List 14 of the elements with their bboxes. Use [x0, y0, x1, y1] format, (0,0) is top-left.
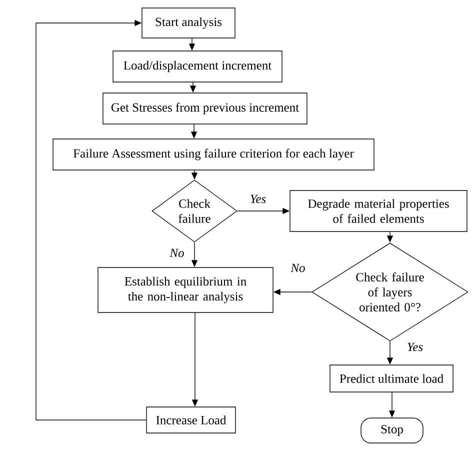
- process-box: Increase Load: [146, 406, 236, 434]
- edge-label: Yes: [406, 342, 424, 352]
- edge-label: No: [290, 262, 306, 274]
- process-box: Failure Assessment using failure criterion for each layer: [52, 138, 374, 170]
- process-box: Establish equilibrium in the non-linear analysis: [98, 267, 274, 313]
- terminal-box: Stop: [360, 418, 424, 444]
- process-box: Start analysis: [142, 8, 236, 38]
- arrow: [36, 20, 146, 420]
- process-box: Degrade material properties of failed elements: [290, 190, 468, 232]
- edge-label: No: [168, 248, 186, 258]
- process-box: Predict ultimate load: [330, 364, 454, 392]
- edge-label: Yes: [248, 194, 268, 204]
- process-box: Get Stresses from previous increment: [102, 92, 308, 124]
- process-box: Load/displacement increment: [112, 50, 282, 82]
